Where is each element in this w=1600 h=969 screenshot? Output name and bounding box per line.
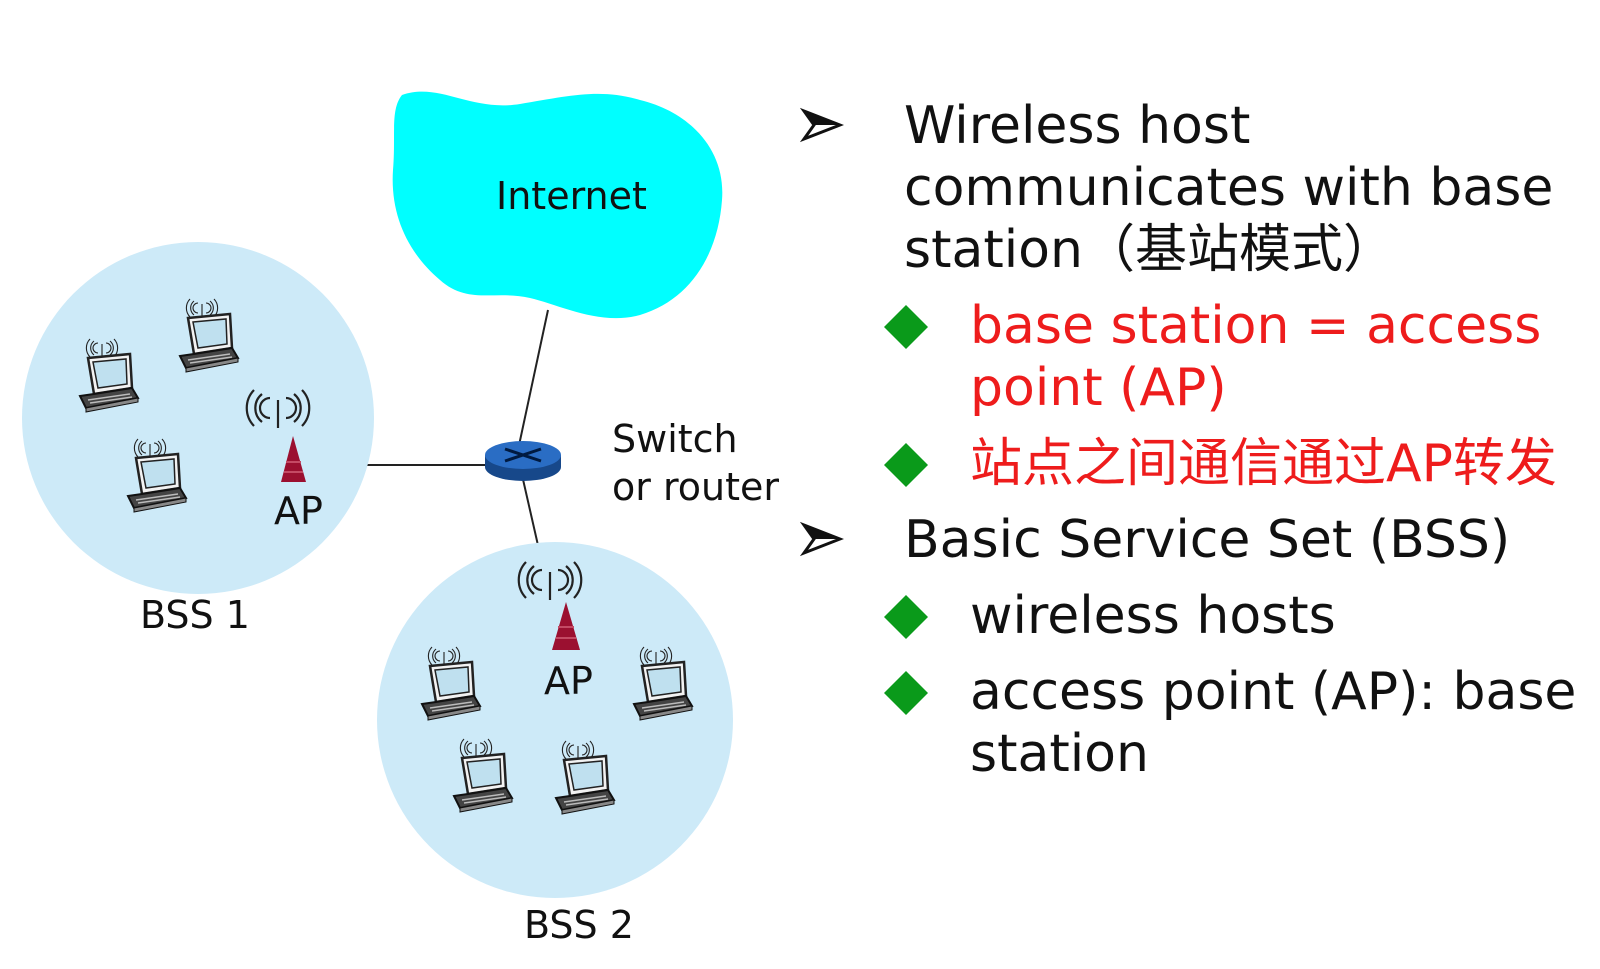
bss1-ap-icon: [245, 388, 311, 482]
bullet-text: Wireless host communicates with base sta…: [904, 96, 1554, 280]
internet-cloud: [392, 91, 723, 319]
bullet-item: Wireless host communicates with base sta…: [800, 95, 1590, 281]
bullet-item: access point (AP): base station: [800, 661, 1590, 785]
bss1-ap-label: AP: [274, 489, 323, 533]
bullet-text: access point (AP): base station: [970, 662, 1577, 784]
bullet-text: base station = access point (AP): [970, 296, 1542, 418]
bss2-ap-icon: [517, 560, 583, 650]
bullet-list: Wireless host communicates with base sta…: [800, 95, 1590, 785]
switch-label-line2: or router: [612, 465, 779, 509]
diamond-bullet-icon: [884, 595, 928, 639]
switch-label-line1: Switch: [612, 417, 738, 461]
internet-label: Internet: [496, 174, 647, 218]
bullet-text: wireless hosts: [970, 586, 1336, 646]
bss1-label: BSS 1: [140, 593, 250, 637]
diamond-bullet-icon: [884, 305, 928, 349]
bss2-label: BSS 2: [524, 903, 634, 947]
bss2-ap-label: AP: [544, 659, 593, 703]
bss1-circle: [22, 242, 374, 594]
bullet-item: base station = access point (AP): [800, 295, 1590, 419]
router-icon: [485, 441, 561, 481]
arrow-bullet-icon: [800, 521, 844, 557]
bullet-item: Basic Service Set (BSS): [800, 509, 1590, 571]
bullet-text: Basic Service Set (BSS): [904, 510, 1511, 570]
bullet-item: 站点之间通信通过AP转发: [800, 433, 1590, 495]
arrow-bullet-icon: [800, 107, 844, 143]
diamond-bullet-icon: [884, 671, 928, 715]
bullet-text: 站点之间通信通过AP转发: [970, 434, 1557, 494]
bullet-item: wireless hosts: [800, 585, 1590, 647]
diamond-bullet-icon: [884, 443, 928, 487]
network-diagram: [22, 91, 733, 898]
